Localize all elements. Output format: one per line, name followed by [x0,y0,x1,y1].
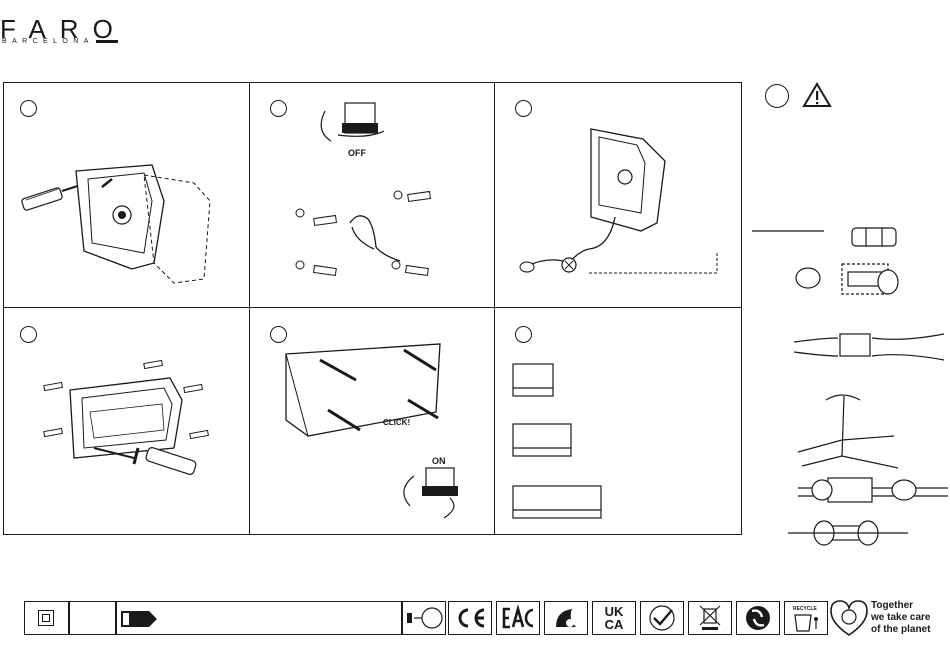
step-panel-2: OFF [250,83,495,308]
paper-recycle-icon [544,601,588,635]
weee-bin-icon [688,601,732,635]
energy-class-field [116,601,402,635]
rapid-service-icon [402,601,446,635]
eac-mark-icon [496,601,540,635]
click-label: CLICK! [383,418,410,427]
step-panel-6 [495,308,741,534]
brand-subtitle: BARCELONA [2,38,94,45]
step4-illustration [4,308,250,534]
tagline-line-2: we take care [871,612,931,624]
ukca-mark-icon: UK CA [592,601,636,635]
class-ii-symbol [24,601,69,635]
ce-mark-icon [448,601,492,635]
step-panel-3 [495,83,741,308]
step3-illustration [495,83,741,308]
step-number-circle [765,84,789,108]
step2-illustration [250,83,495,308]
recycle-text: RECYCLE [793,606,817,612]
recycle-bin-icon: RECYCLE [784,601,828,635]
planet-heart-icon [829,597,869,639]
connector-illustration [748,220,950,560]
instruction-grid: OFF [3,82,742,535]
planet-tagline: Together we take care of the planet [871,600,931,636]
approved-icon [640,601,684,635]
tagline-line-1: Together [871,600,931,612]
blank-field [69,601,116,635]
step-panel-5: CLICK! ON [250,308,495,534]
step1-illustration [4,83,250,308]
on-label: ON [432,456,446,466]
step6-illustration [495,308,741,534]
ukca-ca-text: CA [593,618,635,631]
warning-icon [802,82,832,108]
arrow-tag-icon [121,611,159,627]
off-label: OFF [348,148,366,158]
tagline-line-3: of the planet [871,624,931,636]
step-panel-1 [4,83,250,308]
step5-illustration [250,308,495,534]
logo-underline [96,40,118,43]
step-panel-4 [4,308,250,534]
green-dot-icon [736,601,780,635]
